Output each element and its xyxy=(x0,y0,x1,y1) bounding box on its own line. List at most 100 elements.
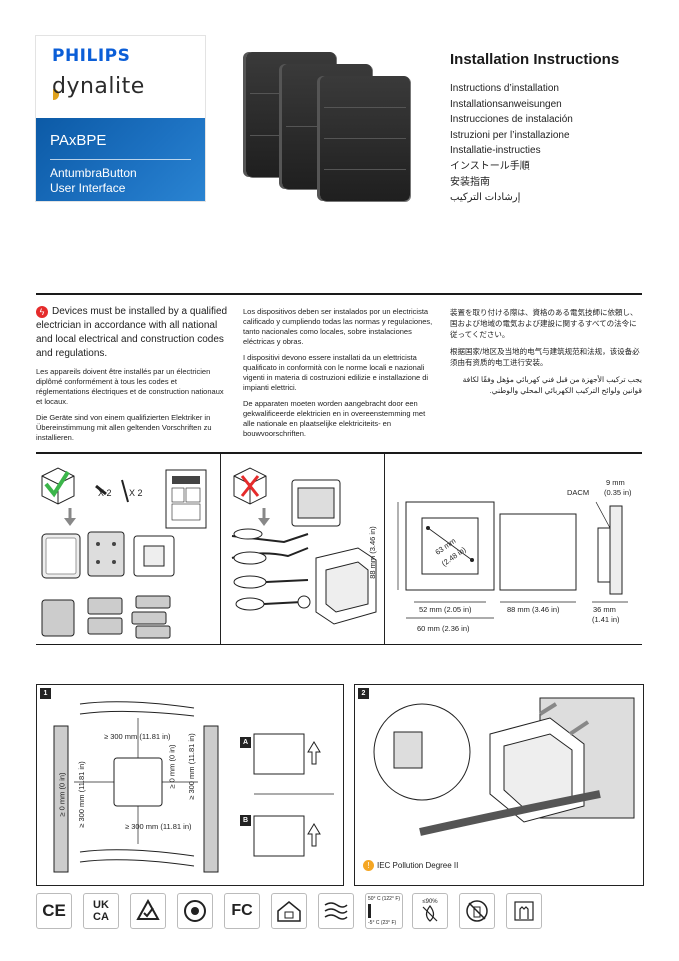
depth-in: (0.35 in) xyxy=(604,488,632,497)
depth-mm: 9 mm xyxy=(606,478,625,487)
box-cross-icon xyxy=(233,467,270,526)
arrow-up-icon xyxy=(307,823,321,847)
height-dim: 88 mm (3.46 in) xyxy=(367,526,377,579)
rcm-mark-icon xyxy=(130,893,166,929)
clearance-top: ≥ 300 mm (11.81 in) xyxy=(104,732,171,741)
info-icon: ! xyxy=(363,860,374,871)
brand-divider xyxy=(50,159,191,160)
side-in: (1.41 in) xyxy=(592,615,620,624)
ventilation-icon xyxy=(318,893,354,929)
step-1-number: 1 xyxy=(40,688,51,699)
divider-v1 xyxy=(220,454,221,644)
product-type: User Interface xyxy=(50,181,126,195)
wall-box-installation xyxy=(373,697,635,836)
brand-card: PHILIPS dynalite PAxBPE AntumbraButton U… xyxy=(36,36,205,201)
warning-icon: ϟ xyxy=(36,306,48,318)
warning-it: I dispositivi devono essere installati d… xyxy=(243,353,429,392)
translation-zh: 安装指南 xyxy=(450,176,490,188)
dacm-label: DACM xyxy=(567,488,590,497)
clearance-bottom: ≥ 300 mm (11.81 in) xyxy=(125,822,192,831)
warning-bottom-rule xyxy=(36,452,642,454)
ukca-mark-icon: UK CA xyxy=(83,893,119,929)
fcc-mark-icon: FC xyxy=(224,893,260,929)
dynalite-dot-icon xyxy=(53,89,59,100)
floor-lines xyxy=(79,849,195,867)
clearance-diagram xyxy=(53,701,334,873)
backplate-front-view xyxy=(405,501,495,591)
faceplate-front-view xyxy=(499,513,577,591)
faceplate-icon xyxy=(41,533,81,579)
clearance-right-a: ≥ 0 mm (0 in) xyxy=(167,744,177,789)
translation-it: Istruzioni per l’installazione xyxy=(450,129,570,141)
screw-icon xyxy=(95,479,129,503)
translation-ar: إرشادات التركيب xyxy=(450,192,521,204)
warning-ja: 装置を取り付ける際は、資格のある電気技師に依頼し、国および地域の電気および建設に… xyxy=(450,308,638,339)
arrow-up-icon xyxy=(307,741,321,765)
product-description: AntumbraButton User Interface xyxy=(50,166,137,196)
pliers-icon xyxy=(231,547,309,565)
warning-fr: Les appareils doivent être installés par… xyxy=(36,367,224,406)
mounting-bracket-icon xyxy=(133,535,175,577)
warning-top-rule xyxy=(36,293,642,295)
logo-area xyxy=(36,36,205,118)
no-spray-icon xyxy=(459,893,495,929)
product-name: AntumbraButton xyxy=(50,166,137,180)
warning-nl: De apparaten moeten worden aangebracht d… xyxy=(243,399,426,438)
ceiling-lines xyxy=(79,701,195,717)
warning-es: Los dispositivos deben ser instalados po… xyxy=(243,307,433,346)
divider-v2 xyxy=(384,454,385,644)
recycle-mark-icon xyxy=(177,893,213,929)
wall-right xyxy=(203,725,219,873)
cable xyxy=(419,790,601,836)
translation-nl: Installatie-instructies xyxy=(450,145,541,157)
product-image xyxy=(240,50,420,201)
label-a: A xyxy=(240,737,251,748)
dynalite-logo: dynalite xyxy=(52,74,145,99)
orientation-a xyxy=(253,733,305,775)
screwdriver-icon xyxy=(233,575,309,589)
device-outline xyxy=(113,757,163,807)
plate-width: 88 mm (3.46 in) xyxy=(507,605,560,614)
translation-ja: インストール手順 xyxy=(450,160,530,172)
translation-es: Instrucciones de instalación xyxy=(450,114,573,126)
inner-width: 52 mm (2.05 in) xyxy=(419,605,472,614)
box-check-icon xyxy=(41,467,76,526)
manual-icon xyxy=(165,469,207,529)
warning-ar: يجب تركيب الأجهزة من قبل فني كهربائي مؤه… xyxy=(462,375,642,395)
side-view xyxy=(595,501,623,595)
warning-zh: 根据国家/地区及当地的电气与建筑规范和法规，该设备必须由有资质的电工进行安装。 xyxy=(450,347,640,367)
label-b: B xyxy=(240,815,251,826)
screws-qty: X 2 xyxy=(98,488,112,498)
translation-fr: Instructions d’installation xyxy=(450,83,559,94)
pollution-note: !IEC Pollution Degree II xyxy=(363,860,458,871)
warning-col-2: Los dispositivos deben ser instalados po… xyxy=(243,307,433,439)
indoor-use-icon xyxy=(271,893,307,929)
humidity-icon: ≤90% xyxy=(412,893,448,929)
wall-box-icon xyxy=(315,547,377,625)
philips-logo: PHILIPS xyxy=(52,46,131,66)
clearance-left-a: ≥ 0 mm (0 in) xyxy=(57,772,67,817)
button-caps-icon xyxy=(41,595,171,639)
dimensions-drawing xyxy=(397,501,628,619)
clean-dry-cloth-icon xyxy=(506,893,542,929)
dimmer-module-icon xyxy=(291,479,341,527)
side-mm: 36 mm xyxy=(593,605,616,614)
clearance-right-b: ≥ 300 mm (11.81 in) xyxy=(186,733,196,800)
wire-stripper-icon xyxy=(231,528,309,544)
row-bottom-rule xyxy=(36,644,642,645)
translation-de: Installationsanweisungen xyxy=(450,98,562,110)
outer-width: 60 mm (2.36 in) xyxy=(417,624,470,633)
orientation-b xyxy=(253,815,305,857)
ce-mark-icon: CE xyxy=(36,893,72,929)
tools-illustration xyxy=(231,467,377,625)
model-number: PAxBPE xyxy=(50,132,107,149)
keypad-3 xyxy=(320,76,410,201)
anchors-qty: X 2 xyxy=(129,488,143,498)
warning-col-3: 装置を取り付ける際は、資格のある電気技師に依頼し、国および地域の電気および建設に… xyxy=(450,307,642,396)
page-title: Installation Instructions xyxy=(450,51,620,68)
wall-left xyxy=(53,725,69,873)
step-2-number: 2 xyxy=(358,688,369,699)
warning-en: Devices must be installed by a qualified… xyxy=(36,306,228,359)
package-contents-illustration xyxy=(41,467,207,639)
